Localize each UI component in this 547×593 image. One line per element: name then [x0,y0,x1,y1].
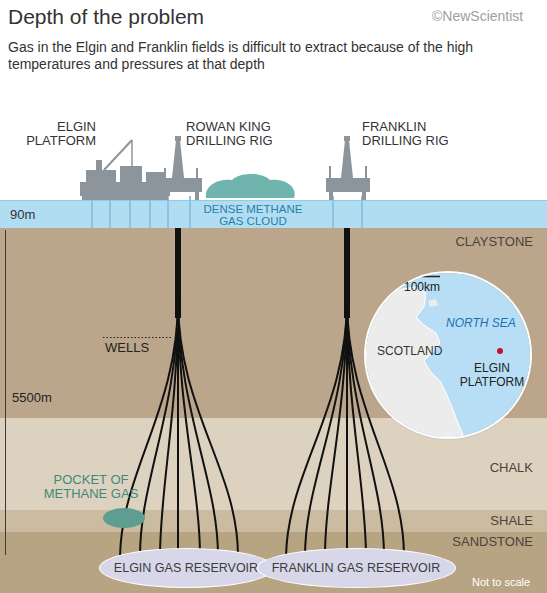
methane-cloud [206,174,295,198]
copyright: ©NewScientist [432,8,523,24]
elgin-platform [80,140,170,200]
depth-dimension [5,230,6,555]
reservoir-label: ELGIN GAS RESERVOIR [114,561,258,575]
platform-legs [92,196,362,228]
shale-ground [0,510,547,532]
depth-label: 90m [10,208,35,222]
cloud-label: DENSE METHANE GAS CLOUD [192,203,314,227]
layer-label: SANDSTONE [452,535,533,549]
location-map: 100kmNORTH SEA SCOTLAND ELGIN PLATFORM [366,273,530,437]
rig-name: FRANKLIN DRILLING RIG [362,120,456,148]
elgin-wells [120,228,238,556]
sea-name: NORTH SEA [446,316,516,330]
layer-label: CHALK [490,461,533,475]
depth-label: 5500m [10,391,54,405]
gas-reservoir: FRANKLIN GAS RESERVOIR [257,548,456,588]
caption: Gas in the Elgin and Franklin fields is … [8,39,538,73]
layer-label: CLAYSTONE [455,235,533,249]
pocket-label: POCKET OF METHANE GAS [41,473,141,501]
shale-layer: SHALE [0,510,547,532]
note: Not to scale [472,575,530,589]
title: Depth of the problem [8,5,204,29]
sandstone-ground [0,532,547,593]
wells-leader [103,337,172,338]
gas-reservoir: ELGIN GAS RESERVOIR [99,548,274,588]
country-name: SCOTLAND [377,344,442,358]
sea-surface [0,200,547,201]
scale-label: 100km [404,280,440,294]
layer-label: SHALE [490,514,533,528]
sea [0,200,547,228]
platform-marker-label: ELGIN PLATFORM [458,361,526,389]
wells-label: WELLS [105,341,149,355]
platform-name: ELGIN PLATFORM [22,120,96,148]
rig-name: ROWAN KING DRILLING RIG [186,120,280,148]
reservoir-label: FRANKLIN GAS RESERVOIR [272,561,441,575]
methane-pocket: POCKET OF METHANE GAS [103,508,145,528]
